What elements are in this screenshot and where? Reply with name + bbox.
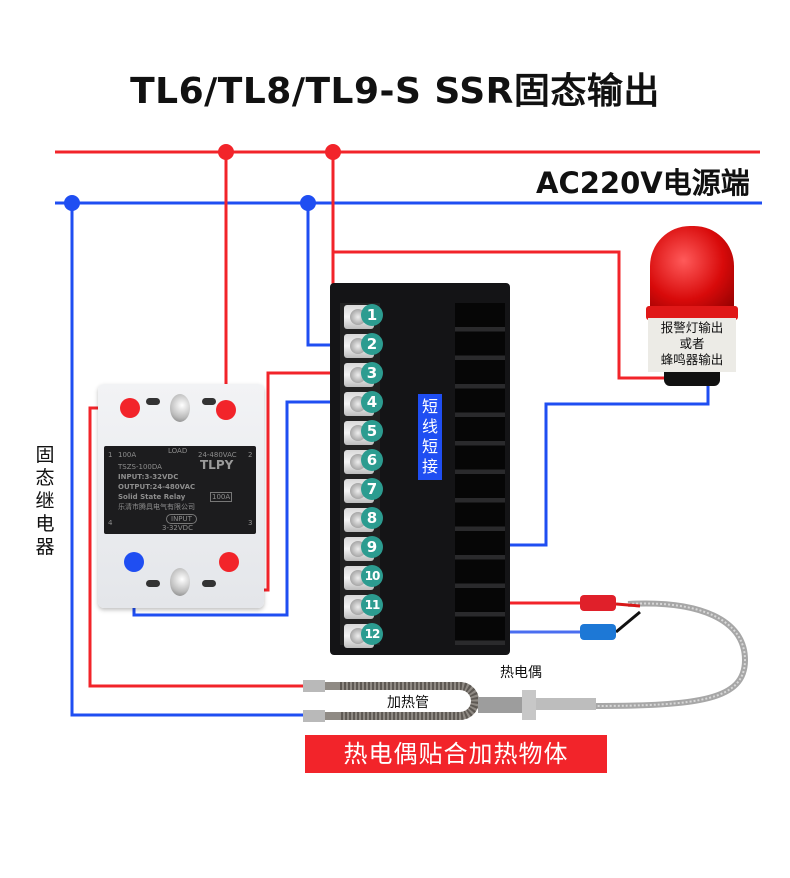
ssr-terminal-1-label: 1 bbox=[108, 451, 113, 459]
power-supply-label: AC220V电源端 bbox=[536, 166, 750, 200]
ssr-brand: TLPY bbox=[200, 458, 234, 472]
terminal-number-badge: 10 bbox=[361, 565, 383, 587]
ssr-badge: 100A bbox=[210, 492, 233, 502]
alarm-label-line: 蜂鸣器输出 bbox=[660, 352, 724, 367]
terminal-number-badge: 11 bbox=[361, 594, 383, 616]
terminal-number-badge: 1 bbox=[361, 304, 383, 326]
wire-live-to-alarm bbox=[333, 250, 690, 380]
heater-label: 加热管 bbox=[387, 695, 429, 711]
ssr-input-box: INPUT bbox=[166, 514, 197, 524]
terminal-number-badge: 12 bbox=[361, 623, 383, 645]
alarm-label-line: 或者 bbox=[679, 336, 705, 351]
alarm-dome-icon bbox=[650, 226, 734, 312]
ssr-current: 100A bbox=[118, 451, 137, 459]
thermocouple-red-lug-icon bbox=[580, 595, 616, 611]
terminal-number-badge: 3 bbox=[361, 362, 383, 384]
ssr-input-range: 3-32VDC bbox=[162, 524, 193, 532]
ssr-terminal-3-label: 3 bbox=[248, 519, 253, 527]
short-link-label: 短线短接 bbox=[418, 394, 442, 480]
terminal-number-badge: 6 bbox=[361, 449, 383, 471]
placement-note: 热电偶贴合加热物体 bbox=[305, 735, 607, 773]
ssr-load: LOAD bbox=[168, 447, 188, 455]
terminal-number-badge: 2 bbox=[361, 333, 383, 355]
ssr-type: Solid State Relay bbox=[118, 493, 186, 501]
thermocouple-blue-lug-icon bbox=[580, 624, 616, 640]
mount-hole-icon bbox=[170, 568, 190, 596]
terminal-number-badge: 4 bbox=[361, 391, 383, 413]
thermocouple-probe-icon bbox=[478, 600, 749, 720]
ssr-output: OUTPUT:24-480VAC bbox=[118, 483, 196, 491]
ssr-side-label: 固态继电器 bbox=[35, 444, 55, 558]
mount-hole-icon bbox=[170, 394, 190, 422]
ssr-label-plate: 1 100A LOAD 24-480VAC 2 TSZS-100DA TLPY … bbox=[104, 446, 256, 534]
ssr-terminal-4-label: 4 bbox=[108, 519, 113, 527]
terminal-number-badge: 9 bbox=[361, 536, 383, 558]
alarm-light: 报警灯输出 或者 蜂鸣器输出 bbox=[644, 226, 740, 386]
heat-sink-fins bbox=[455, 303, 505, 645]
ssr-input: INPUT:3-32VDC bbox=[118, 473, 179, 481]
diagram-title: TL6/TL8/TL9-S SSR固态输出 bbox=[130, 71, 660, 112]
alarm-label-line: 报警灯输出 bbox=[660, 320, 724, 335]
ssr-model: TSZS-100DA bbox=[118, 463, 162, 471]
ssr-ac-range: 24-480VAC bbox=[198, 451, 237, 459]
terminal-number-badge: 5 bbox=[361, 420, 383, 442]
heater-tube-icon bbox=[303, 680, 479, 722]
ssr-maker: 乐清市腾具电气有限公司 bbox=[118, 503, 195, 511]
wire-neutral-to-heater bbox=[70, 203, 303, 717]
ssr-terminal-2-label: 2 bbox=[248, 451, 253, 459]
thermocouple-label: 热电偶 bbox=[500, 665, 542, 681]
terminal-number-badge: 8 bbox=[361, 507, 383, 529]
alarm-label: 报警灯输出 或者 蜂鸣器输出 bbox=[648, 320, 736, 368]
terminal-number-badge: 7 bbox=[361, 478, 383, 500]
solid-state-relay: 1 100A LOAD 24-480VAC 2 TSZS-100DA TLPY … bbox=[98, 384, 264, 608]
